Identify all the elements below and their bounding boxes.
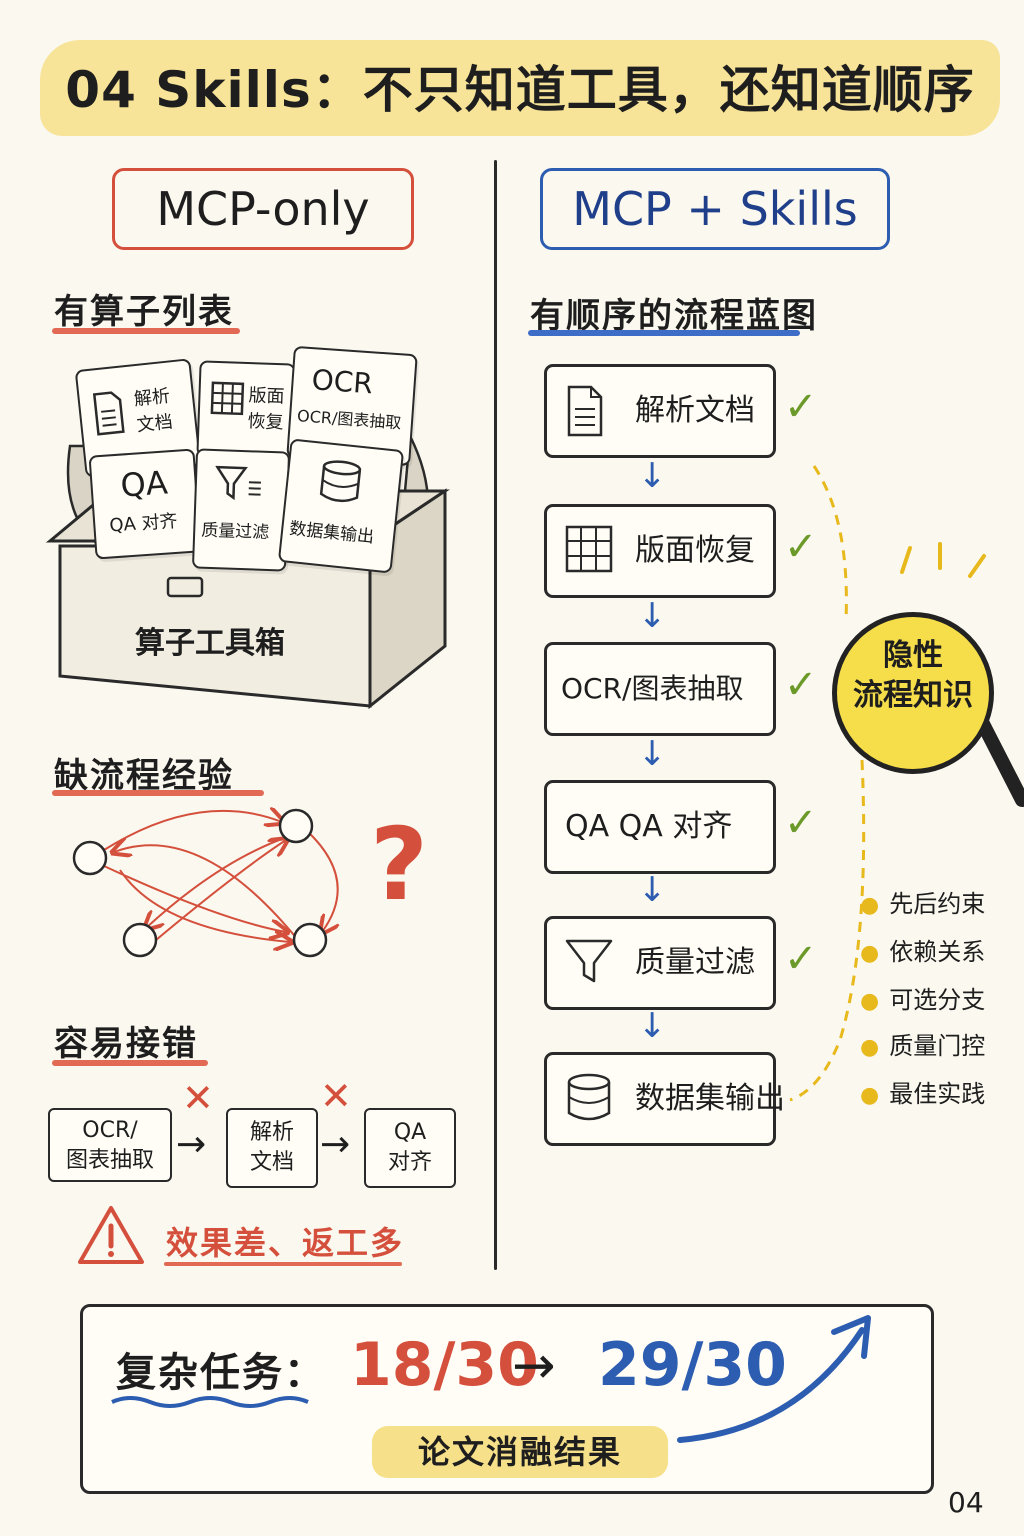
flow-step-parse-document: 解析文档: [544, 364, 776, 458]
section-underline: [528, 330, 800, 336]
flow-step-quality-filter: 质量过滤: [544, 916, 776, 1010]
down-arrow: ↓: [638, 596, 667, 636]
warning-icon: [78, 1206, 144, 1264]
mcp-skills-header: MCP + Skills: [540, 168, 890, 250]
bullet-item: ●最佳实践: [860, 1080, 986, 1108]
section-operator-list: 有算子列表: [54, 292, 234, 332]
warning-text: 效果差、返工多: [166, 1224, 405, 1262]
section-missing-experience: 缺流程经验: [54, 756, 234, 796]
rising-arrow-icon: [677, 1315, 871, 1443]
score-after: 29/30: [598, 1330, 787, 1400]
card-parse-document: 解析 文档: [74, 358, 202, 478]
section-process-blueprint: 有顺序的流程蓝图: [530, 296, 818, 336]
bullet-item: ●依赖关系: [860, 938, 986, 966]
mini-step-qa: QA 对齐: [364, 1108, 456, 1188]
down-arrow: ↓: [638, 734, 667, 774]
document-icon: [92, 391, 125, 436]
check-icon: ✓: [784, 384, 818, 430]
funnel-icon: [215, 465, 262, 501]
magnifier-icon: [832, 612, 994, 774]
mini-step-parse: 解析 文档: [226, 1108, 318, 1188]
down-arrow: ↓: [638, 1006, 667, 1046]
check-icon: ✓: [784, 662, 818, 708]
blue-squiggle: [111, 1396, 309, 1408]
bullet-item: ●质量门控: [860, 1032, 986, 1060]
down-arrow: ↓: [638, 870, 667, 910]
flow-step-dataset-output: 数据集输出: [544, 1052, 785, 1146]
down-arrow: ↓: [638, 456, 667, 496]
check-icon: ✓: [784, 936, 818, 982]
implicit-knowledge-label: 隐性 流程知识: [853, 638, 973, 713]
section-underline: [52, 328, 240, 334]
check-icon: ✓: [784, 524, 818, 570]
section-underline: [52, 790, 264, 796]
document-icon: [567, 385, 603, 437]
question-mark: ?: [370, 806, 429, 923]
flow-step-ocr: OCR/图表抽取: [544, 642, 776, 736]
column-divider: [494, 160, 497, 1270]
x-mark-icon: ✕: [320, 1074, 352, 1118]
check-icon: ✓: [784, 800, 818, 846]
ablation-caption: 论文消融结果: [417, 1433, 622, 1471]
flow-step-layout-restore: 版面恢复: [544, 504, 776, 598]
mini-step-ocr: OCR/ 图表抽取: [48, 1108, 172, 1182]
flow-step-qa-align: QA QA 对齐: [544, 780, 776, 874]
grid-icon: [565, 525, 613, 573]
bullet-item: ●可选分支: [860, 986, 986, 1014]
dashed-bracket: [789, 465, 1024, 1102]
funnel-icon: [565, 939, 613, 983]
database-icon: [567, 1073, 611, 1121]
database-icon: [319, 460, 362, 503]
card-quality-filter: 质量过滤: [191, 448, 291, 572]
section-underline: [52, 1060, 208, 1066]
warning-underline: [164, 1262, 402, 1266]
card-qa-align: QA QA 对齐: [88, 448, 202, 560]
score-arrow: →: [512, 1336, 556, 1396]
x-mark-icon: ✕: [182, 1076, 214, 1120]
bullet-item: ●先后约束: [860, 890, 986, 918]
section-wrong-connection: 容易接错: [54, 1024, 198, 1064]
page-number: 04: [948, 1486, 984, 1519]
complex-task-label: 复杂任务：: [116, 1350, 326, 1396]
title-highlight: [40, 40, 1000, 136]
toolbox-label: 算子工具箱: [135, 626, 285, 661]
right-arrow: →: [176, 1124, 207, 1165]
mcp-only-header: MCP-only: [112, 168, 414, 250]
card-layout-restore: 版面 恢复: [196, 360, 296, 460]
caption-highlight: [372, 1426, 668, 1478]
page-title: 04 Skills：不只知道工具，还知道顺序: [65, 61, 975, 119]
right-arrow: →: [320, 1124, 351, 1165]
card-dataset-output: 数据集输出: [277, 438, 405, 574]
score-before: 18/30: [350, 1330, 539, 1400]
tangled-graph-diagram: [72, 800, 380, 958]
grid-icon: [210, 381, 245, 416]
